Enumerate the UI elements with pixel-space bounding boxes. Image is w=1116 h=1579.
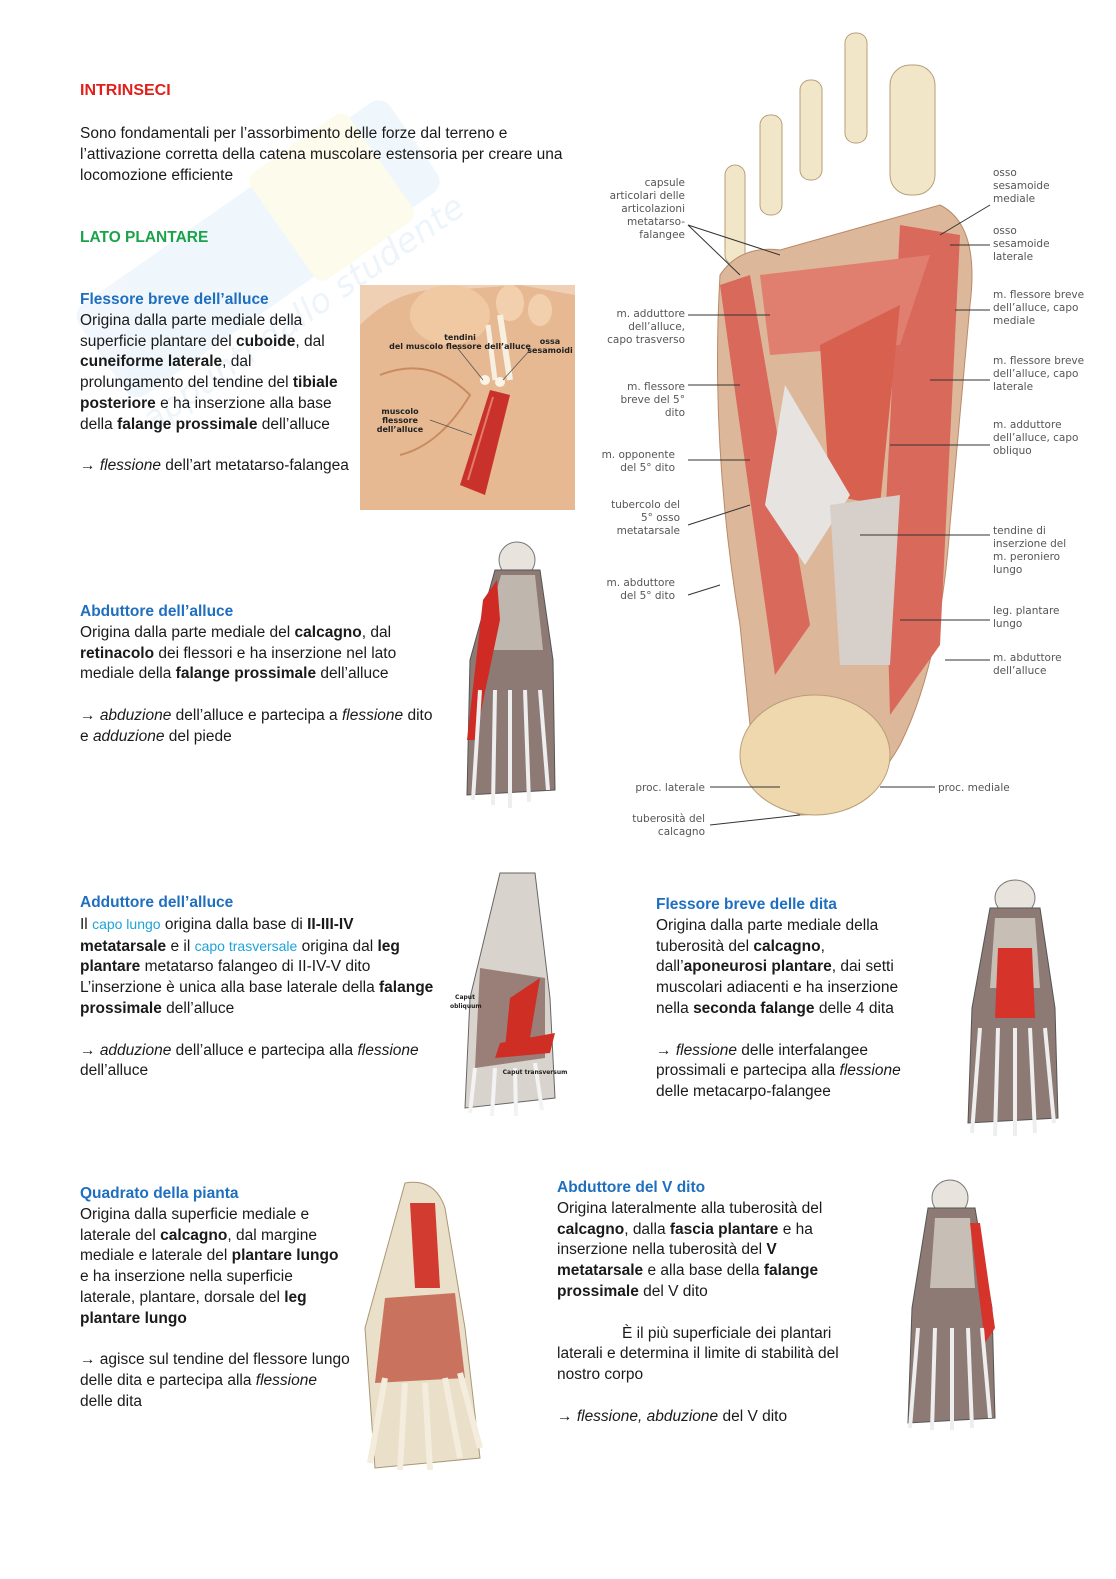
- foot-abductor-hallucis-illustration: [466, 541, 556, 808]
- muscle-title: Abduttore dell’alluce: [80, 603, 234, 620]
- label-sesamoide-laterale: osso sesamoide laterale: [993, 225, 1050, 263]
- muscle-action: → agisce sul tendine del flessore lungo …: [80, 1351, 350, 1410]
- muscle-action: → flessione delle interfalangee prossima…: [656, 1041, 901, 1101]
- muscle-title: Abduttore del V dito: [557, 1179, 706, 1196]
- label-tuberosita: tuberosità del calcagno: [632, 813, 705, 838]
- muscle-description: Origina lateralmente alla tuberosità del…: [557, 1199, 823, 1300]
- adductor-drawing: [464, 872, 556, 1117]
- foot-sole-drawing: [360, 285, 575, 510]
- muscle-title: Flessore breve delle dita: [656, 896, 837, 913]
- muscle-title: Adduttore dell’alluce: [80, 894, 234, 911]
- label-leg-plantare: leg. plantare lungo: [993, 605, 1060, 630]
- muscle-description: Origina dalla parte mediale della superf…: [80, 311, 338, 433]
- muscle-block-abd: Abduttore dell’alluce Origina dalla part…: [80, 602, 440, 748]
- label-caput-transversum: Caput transversum: [502, 1069, 568, 1076]
- section-subtitle: LATO PLANTARE: [80, 229, 209, 246]
- muscle-note: È il più superficiale dei plantari later…: [557, 1324, 839, 1384]
- muscle-block-abv: Abduttore del V dito Origina lateralment…: [557, 1178, 867, 1428]
- foot-quadratus-plantae-illustration: [364, 1181, 483, 1471]
- foot-flexor-digitorum-illustration: [967, 879, 1059, 1137]
- muscle-title: Flessore breve dell’alluce: [80, 291, 269, 308]
- foot-adductor-illustration: Caput obliquum Caput transversum: [450, 868, 570, 1118]
- label-proc-laterale: proc. laterale: [635, 782, 705, 794]
- label-flessore-breve-mediale: m. flessore breve dell’alluce, capo medi…: [993, 289, 1085, 327]
- label-opponente-5: m. opponente del 5° dito: [601, 449, 675, 474]
- muscle-description: Il capo lungo origina dalla base di II-I…: [80, 915, 400, 976]
- label-flessore-breve-5: m. flessore breve del 5° dito: [620, 381, 685, 419]
- label-tendine-peroniero: tendine di inserzione del m. peroniero l…: [993, 525, 1067, 576]
- muscle-description: Origina dalla parte mediale della tubero…: [656, 916, 899, 1017]
- foot-abductor-digiti-minimi-illustration: [907, 1179, 996, 1431]
- muscle-block-add: Adduttore dell’alluce Il capo lungo orig…: [80, 893, 440, 1082]
- plantar-muscles-figure: capsule articolari delle articolazioni m…: [600, 25, 1100, 845]
- intro-paragraph: Sono fondamentali per l’assorbimento del…: [80, 125, 563, 184]
- muscle-block-fba: Flessore breve dell’alluce Origina dalla…: [80, 290, 350, 477]
- muscle-title: Quadrato della pianta: [80, 1185, 239, 1202]
- label-capsule: capsule articolari delle articolazioni m…: [609, 177, 685, 241]
- muscle-action: → adduzione dell’alluce e partecipa alla…: [80, 1041, 419, 1080]
- label-tubercolo: tubercolo del 5° osso metatarsale: [611, 499, 680, 537]
- muscle-insertion: L’inserzione è unica alla base laterale …: [80, 979, 434, 1017]
- label-flessore-breve-laterale: m. flessore breve dell’alluce, capo late…: [993, 355, 1085, 393]
- label-adduttore-trasverso: m. adduttore dell’alluce, capo trasverso: [607, 308, 685, 346]
- muscle-action: → flessione dell’art metatarso-falangea: [80, 457, 349, 475]
- plantar-foot-drawing: [687, 32, 991, 826]
- label-proc-mediale: proc. mediale: [938, 782, 1010, 794]
- muscle-description: Origina dalla superficie mediale e later…: [80, 1205, 339, 1327]
- muscle-description: Origina dalla parte mediale del calcagno…: [80, 623, 397, 683]
- muscle-block-qp: Quadrato della pianta Origina dalla supe…: [80, 1184, 350, 1413]
- label-adduttore-obliquo: m. adduttore dell’alluce, capo obliquo: [993, 419, 1079, 457]
- section-title: INTRINSECI: [80, 82, 171, 99]
- label-abduttore-alluce: m. abduttore dell’alluce: [993, 652, 1062, 677]
- label-sesamoide-mediale: osso sesamoide mediale: [993, 167, 1050, 205]
- label-caput-obliquum: Caput obliquum: [450, 994, 482, 1010]
- muscle-action: → flessione, abduzione del V dito: [557, 1407, 788, 1425]
- label-abduttore-5: m. abduttore del 5° dito: [606, 577, 675, 602]
- muscle-block-fbd: Flessore breve delle dita Origina dalla …: [656, 895, 931, 1103]
- muscle-action: → abduzione dell’alluce e partecipa a fl…: [80, 706, 433, 745]
